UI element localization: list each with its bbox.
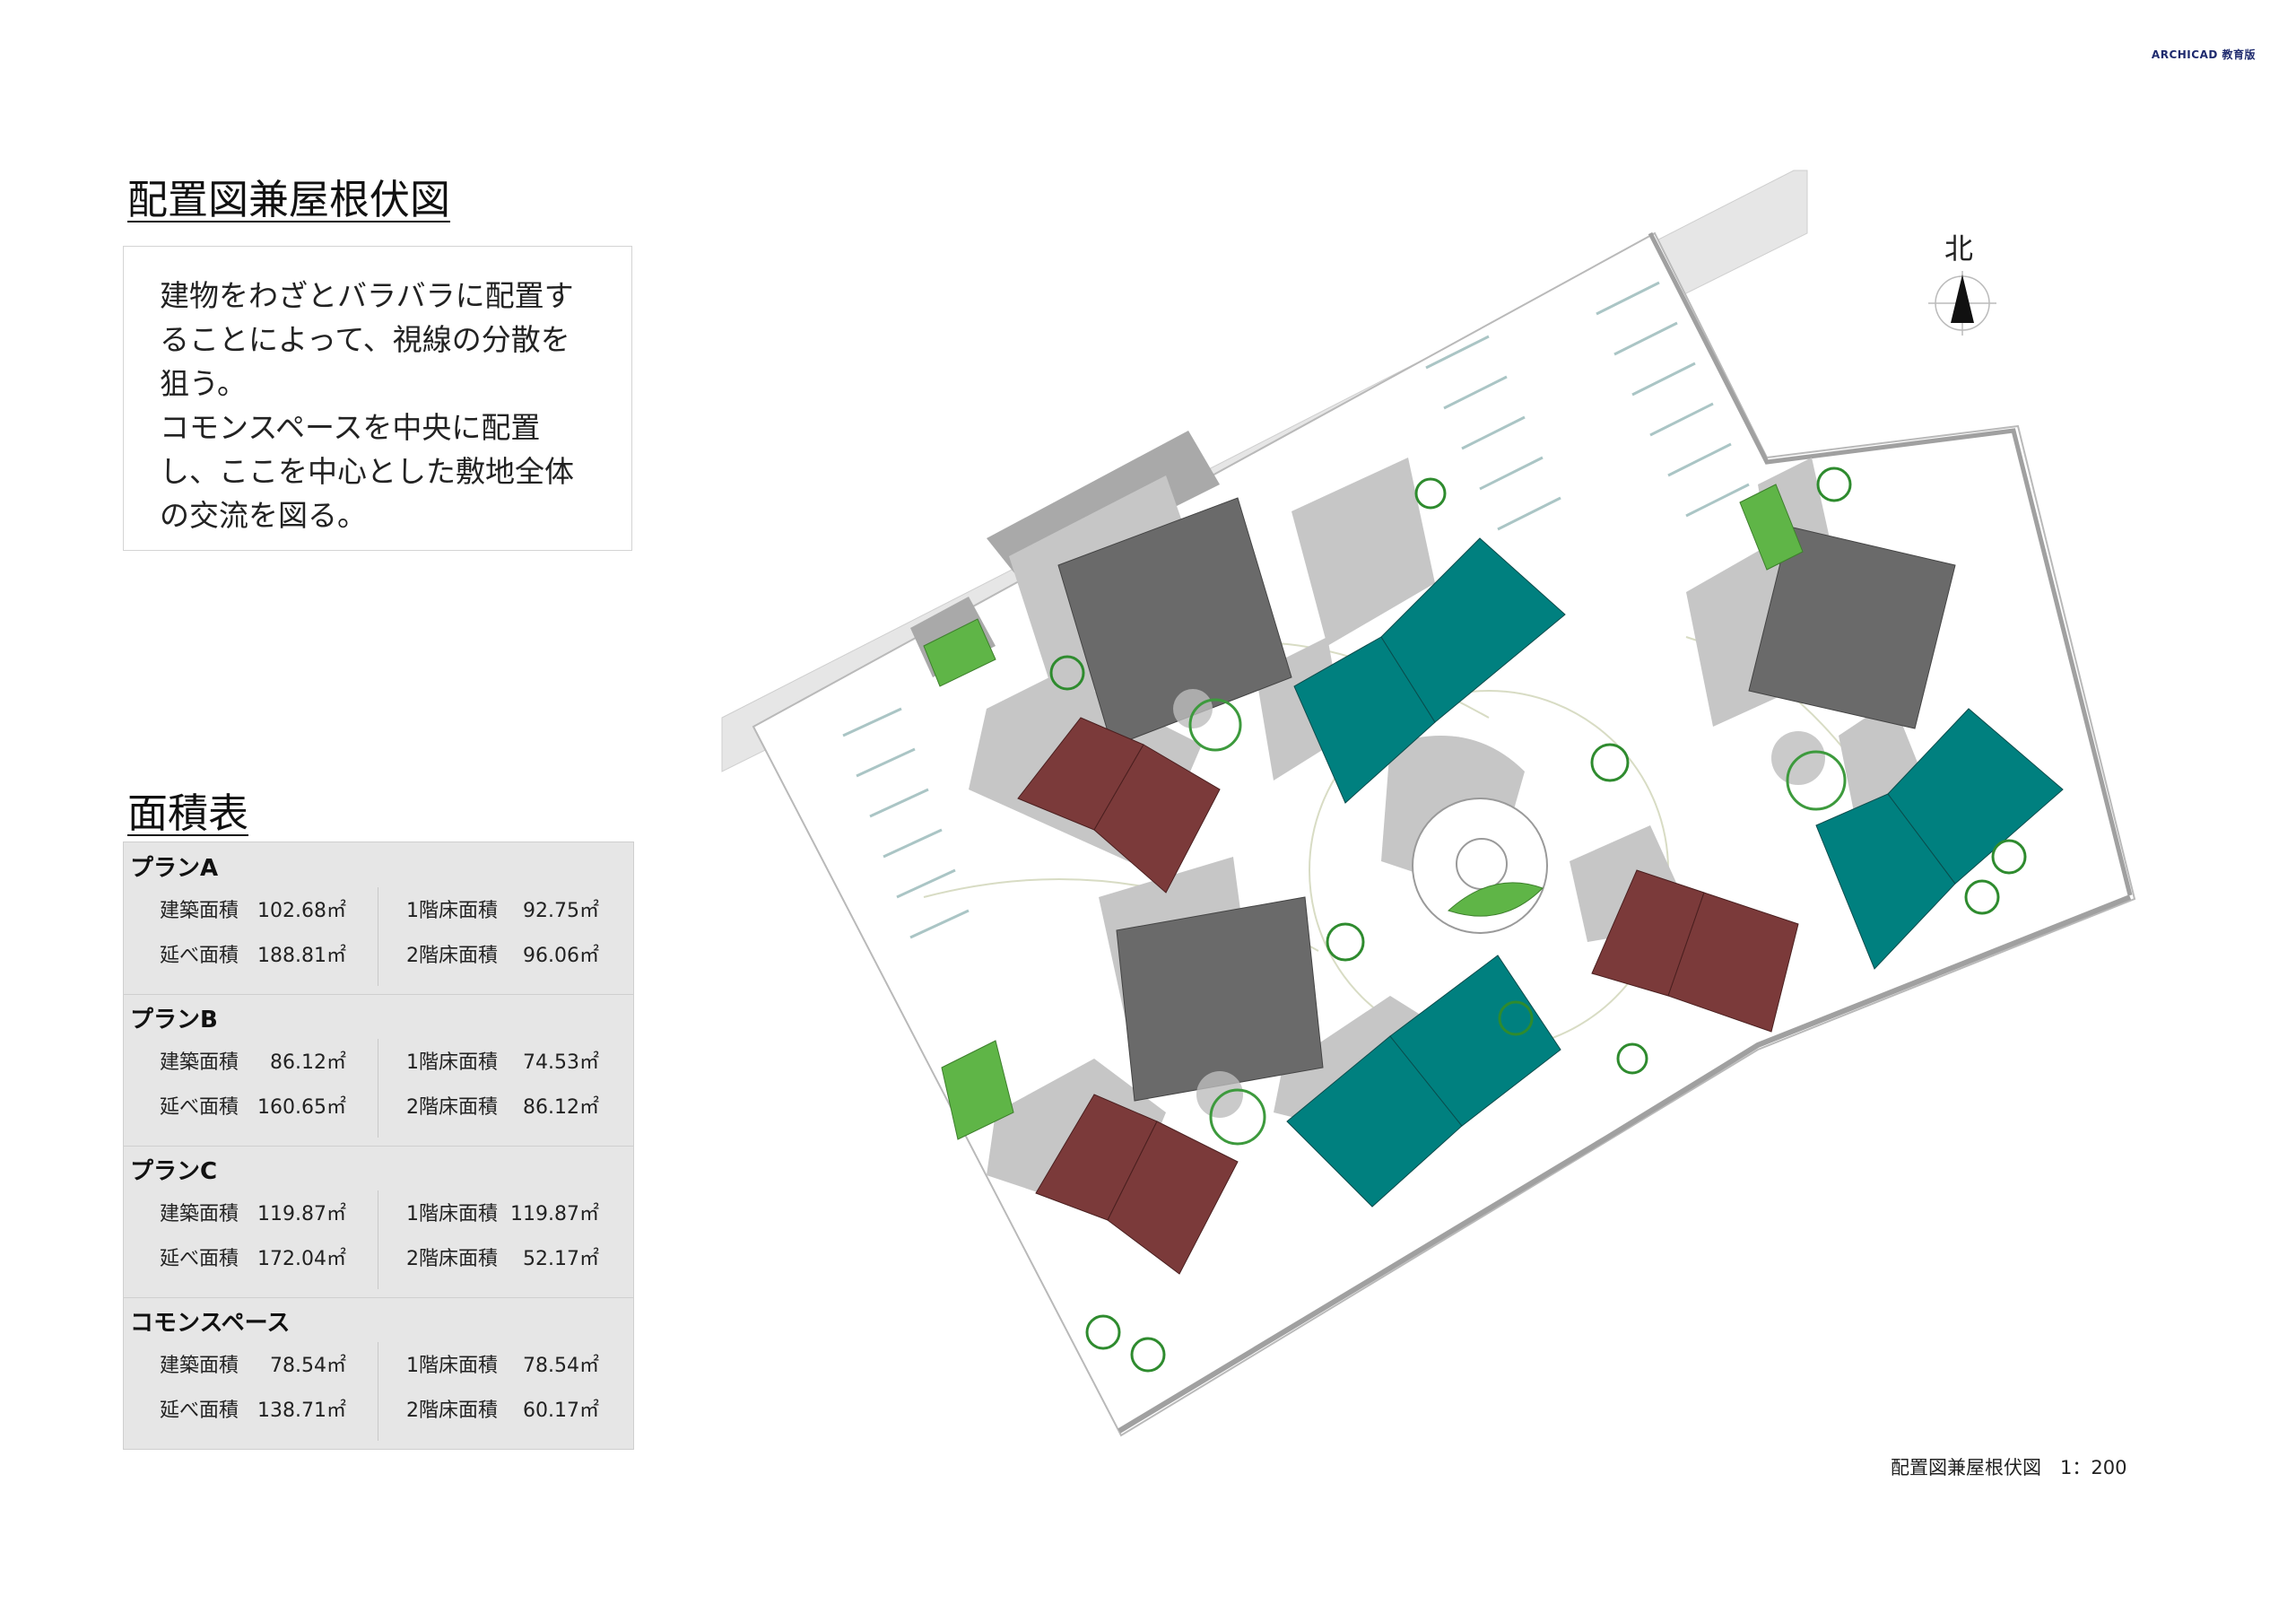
roof-gray-3 <box>1748 526 1956 729</box>
value-1f-floor-area: 92.75㎡ <box>523 900 599 922</box>
value-building-area: 86.12㎡ <box>270 1051 346 1074</box>
label-1f-floor-area: 1階床面積 <box>406 1355 498 1377</box>
site-plan-drawing <box>721 170 2136 1437</box>
area-table-plan-a: プランA 建築面積 102.68㎡ 1階床面積 92.75㎡ 延べ面積 188.… <box>124 842 633 995</box>
label-total-floor-area: 延べ面積 <box>160 945 239 967</box>
description-line: 建物をわざとバラバラに配置す <box>160 278 574 313</box>
label-total-floor-area: 延べ面積 <box>160 1400 239 1422</box>
value-2f-floor-area: 96.06㎡ <box>523 945 599 967</box>
value-1f-floor-area: 119.87㎡ <box>510 1203 599 1225</box>
value-building-area: 78.54㎡ <box>270 1355 346 1377</box>
roof-gray-1 <box>1057 497 1292 747</box>
compass-north-label: 北 <box>1944 231 1974 266</box>
software-watermark: ARCHICAD 教育版 <box>2151 48 2256 61</box>
area-table-plan-c: プランC 建築面積 119.87㎡ 1階床面積 119.87㎡ 延べ面積 172… <box>124 1146 633 1298</box>
description-line: ることによって、視線の分散を <box>160 322 570 357</box>
plan-name: コモンスペース <box>130 1310 291 1337</box>
roof-teal-2 <box>1286 955 1561 1208</box>
value-total-floor-area: 188.81㎡ <box>257 945 346 967</box>
label-total-floor-area: 延べ面積 <box>160 1096 239 1119</box>
tree-symbol-icon <box>1049 467 2027 1373</box>
plan-name: プランC <box>130 1158 218 1185</box>
area-table-common-space: コモンスペース 建築面積 78.54㎡ 1階床面積 78.54㎡ 延べ面積 13… <box>124 1297 633 1449</box>
compass-north-arrow-icon <box>1928 271 1996 336</box>
label-1f-floor-area: 1階床面積 <box>406 1203 498 1225</box>
garden-3 <box>1739 484 1804 571</box>
label-2f-floor-area: 2階床面積 <box>406 945 498 967</box>
label-total-floor-area: 延べ面積 <box>160 1248 239 1270</box>
label-1f-floor-area: 1階床面積 <box>406 1051 498 1074</box>
label-building-area: 建築面積 <box>160 1355 239 1377</box>
garden-2 <box>941 1040 1014 1140</box>
plan-name: プランB <box>130 1007 218 1033</box>
roof-teal-3 <box>1815 708 2064 970</box>
label-2f-floor-area: 2階床面積 <box>406 1248 498 1270</box>
description-line: し、ここを中心とした敷地全体 <box>160 454 574 489</box>
area-table-plan-b: プランB 建築面積 86.12㎡ 1階床面積 74.53㎡ 延べ面積 160.6… <box>124 994 633 1147</box>
description-box: 建物をわざとバラバラに配置す ることによって、視線の分散を 狙う。 コモンスペー… <box>123 246 632 551</box>
value-total-floor-area: 160.65㎡ <box>257 1096 346 1119</box>
label-1f-floor-area: 1階床面積 <box>406 900 498 922</box>
area-table-title: 面積表 <box>127 789 249 837</box>
roof-gray-2 <box>1116 896 1324 1102</box>
roof-red-3 <box>1591 869 1799 1033</box>
roof-red-1 <box>1017 717 1221 894</box>
label-building-area: 建築面積 <box>160 900 239 922</box>
value-total-floor-area: 138.71㎡ <box>257 1400 346 1422</box>
area-table: プランA 建築面積 102.68㎡ 1階床面積 92.75㎡ 延べ面積 188.… <box>123 842 634 1450</box>
parking-lines <box>842 281 1750 939</box>
value-2f-floor-area: 60.17㎡ <box>523 1400 599 1422</box>
description-line: の交流を図る。 <box>160 498 367 533</box>
garden-1 <box>923 618 996 687</box>
label-building-area: 建築面積 <box>160 1051 239 1074</box>
value-building-area: 102.68㎡ <box>257 900 346 922</box>
drawing-caption-scale: 配置図兼屋根伏図 1：200 <box>1891 1457 2127 1478</box>
label-2f-floor-area: 2階床面積 <box>406 1096 498 1119</box>
roof-teal-1 <box>1293 537 1566 804</box>
value-1f-floor-area: 74.53㎡ <box>523 1051 599 1074</box>
common-space-building <box>1412 798 1548 934</box>
roof-red-2 <box>1035 1094 1239 1275</box>
description-line: コモンスペースを中央に配置 <box>160 410 541 445</box>
value-total-floor-area: 172.04㎡ <box>257 1248 346 1270</box>
label-building-area: 建築面積 <box>160 1203 239 1225</box>
value-1f-floor-area: 78.54㎡ <box>523 1355 599 1377</box>
page-title: 配置図兼屋根伏図 <box>127 176 451 223</box>
description-line: 狙う。 <box>160 366 248 401</box>
value-2f-floor-area: 52.17㎡ <box>523 1248 599 1270</box>
plan-name: プランA <box>130 855 219 882</box>
value-2f-floor-area: 86.12㎡ <box>523 1096 599 1119</box>
label-2f-floor-area: 2階床面積 <box>406 1400 498 1422</box>
value-building-area: 119.87㎡ <box>257 1203 346 1225</box>
